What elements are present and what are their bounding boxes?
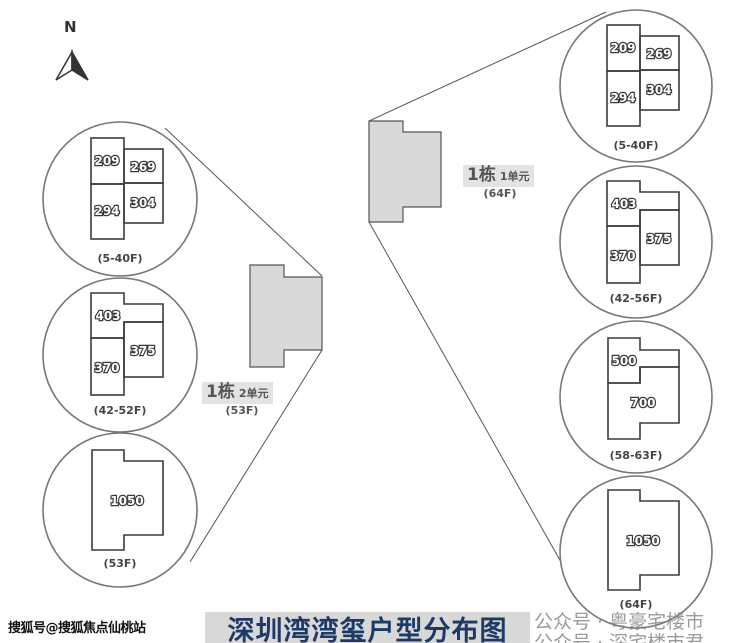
unit-area-label: 403 [611, 197, 636, 211]
plan-5-40f-right: 209 269 294 304 (5-40F) [606, 24, 680, 152]
plan-circle [42, 432, 198, 588]
floor-range-label: (58-63F) [610, 449, 663, 462]
plan-circle [559, 475, 713, 629]
building-1-unit-2-footprint [249, 264, 323, 368]
unit-area-label: 304 [646, 83, 671, 97]
plan-64f-right: 1050 (64F) [607, 489, 680, 611]
floor-range-label: (42-52F) [94, 404, 147, 417]
building-floors: (64F) [483, 187, 517, 200]
floor-range-label: (42-56F) [610, 292, 663, 305]
page-title: 深圳湾湾玺户型分布图 [205, 612, 530, 643]
unit-area-label: 370 [610, 249, 635, 263]
north-label: N [64, 18, 77, 36]
plan-circle [559, 320, 713, 474]
watermark-right: 公众号 · 粤豪宅楼市 [534, 611, 705, 633]
building-floors: (53F) [225, 404, 259, 417]
building-unit: 1单元 [499, 170, 530, 183]
building-name: 1栋 [206, 382, 235, 402]
plan-circle [559, 9, 713, 163]
watermark-left: 搜狐号@搜狐焦点仙桃站 [8, 621, 146, 636]
connector-line [368, 221, 562, 563]
unit-area-label: 375 [646, 232, 671, 246]
unit-area-label: 209 [94, 154, 119, 168]
plan-53f-left: 1050 (53F) [91, 449, 164, 570]
unit-area-label: 269 [646, 47, 671, 61]
building-unit: 2单元 [238, 387, 269, 400]
unit-area-label: 700 [630, 396, 655, 410]
floor-range-label: (64F) [620, 598, 653, 611]
unit-area-label: 294 [94, 204, 119, 218]
plan-circle [42, 277, 198, 433]
building-1-unit-1-footprint [368, 120, 442, 223]
connector-line [368, 11, 607, 122]
unit-area-label: 500 [611, 354, 636, 368]
unit-area-label: 403 [95, 309, 120, 323]
plan-42-52f-left: 403 375 370 (42-52F) [90, 292, 164, 417]
unit-area-label: 375 [130, 344, 155, 358]
unit-area-label: 1050 [626, 534, 659, 548]
floor-range-label: (53F) [104, 557, 137, 570]
building-name: 1栋 [467, 165, 496, 185]
floor-range-label: (5-40F) [613, 139, 658, 152]
watermark-right-2: 公众号 · 深宅楼市君 [534, 632, 705, 643]
plan-circle [42, 121, 198, 277]
plan-58-63f-right: 500 700 (58-63F) [607, 337, 680, 462]
plan-42-56f-right: 403 375 370 (42-56F) [606, 180, 680, 305]
unit-area-label: 370 [94, 361, 119, 375]
floor-range-label: (5-40F) [97, 252, 142, 265]
plan-5-40f-left: 209 269 294 304 (5-40F) [90, 137, 164, 265]
connector-line [189, 349, 323, 563]
unit-area-label: 294 [610, 91, 635, 105]
north-arrow-icon [55, 49, 89, 81]
connector-line [164, 127, 323, 277]
unit-area-label: 269 [130, 160, 155, 174]
unit-area-label: 1050 [110, 494, 143, 508]
plan-circle [559, 165, 713, 319]
unit-area-label: 209 [610, 41, 635, 55]
unit-area-label: 304 [130, 196, 155, 210]
